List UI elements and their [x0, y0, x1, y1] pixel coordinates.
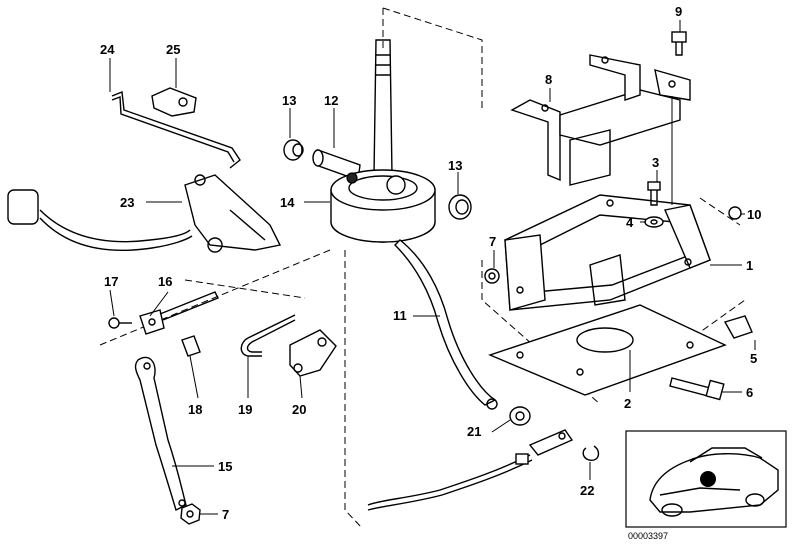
callout-5: 5 — [750, 351, 757, 366]
nut-part-7-upper — [484, 268, 500, 284]
link-part-15 — [134, 356, 187, 511]
callout-4: 4 — [626, 215, 634, 230]
callout-13b: 13 — [448, 158, 462, 173]
callout-22: 22 — [580, 483, 594, 498]
washer-part-4 — [644, 216, 664, 228]
callout-3: 3 — [652, 155, 659, 170]
callout-9: 9 — [675, 4, 682, 19]
callout-14: 14 — [280, 195, 295, 210]
callout-labels: 24 25 23 13 12 14 13 7 11 8 9 3 4 10 1 2… — [100, 4, 761, 522]
nut-part-7-lower — [180, 503, 201, 525]
cable-part-21 — [367, 406, 574, 511]
bracket-part-16 — [139, 291, 219, 335]
callout-16: 16 — [158, 274, 172, 289]
group-outline-bottom — [344, 250, 363, 529]
callout-7-upper: 7 — [489, 234, 496, 249]
callout-6: 6 — [746, 385, 753, 400]
callout-15: 15 — [218, 459, 232, 474]
callout-25: 25 — [166, 42, 180, 57]
bolt-part-3 — [647, 181, 661, 206]
diagram-reference: 00003397 — [628, 531, 668, 541]
callout-24: 24 — [100, 42, 115, 57]
callout-11: 11 — [393, 308, 407, 323]
plate-part-2 — [488, 304, 727, 396]
link-outline-left — [99, 249, 331, 346]
callout-7-lower: 7 — [222, 507, 229, 522]
link-outline-rods — [184, 279, 306, 299]
callout-23: 23 — [120, 195, 134, 210]
rod-part-24 — [111, 91, 241, 169]
callout-10: 10 — [747, 207, 761, 222]
link-outline-nut — [699, 197, 741, 226]
clip-part-5 — [723, 315, 753, 339]
screw-part-17 — [108, 317, 132, 329]
clip-part-25 — [151, 87, 197, 117]
screw-part-9 — [671, 31, 687, 56]
switch-part-23 — [7, 174, 282, 253]
car-location-icon — [625, 430, 787, 528]
clip-part-22 — [582, 445, 600, 461]
callout-1: 1 — [746, 258, 753, 273]
bracket-part-8 — [510, 54, 691, 186]
bracket-part-1 — [504, 194, 711, 311]
shift-lever-assembly — [283, 39, 498, 410]
callout-21: 21 — [467, 424, 481, 439]
callout-19: 19 — [238, 402, 252, 417]
nut-part-10 — [728, 206, 742, 220]
clip-part-18 — [181, 335, 201, 357]
rod-part-19 — [240, 314, 296, 357]
group-outline — [382, 7, 483, 110]
callout-12: 12 — [324, 93, 338, 108]
bolt-part-6 — [669, 377, 725, 401]
callout-8: 8 — [545, 72, 552, 87]
leader-lines — [109, 20, 756, 515]
callout-13a: 13 — [282, 93, 296, 108]
callout-2: 2 — [624, 396, 631, 411]
lever-part-20 — [289, 329, 337, 377]
callout-18: 18 — [188, 402, 202, 417]
callout-20: 20 — [292, 402, 306, 417]
callout-17: 17 — [104, 274, 118, 289]
